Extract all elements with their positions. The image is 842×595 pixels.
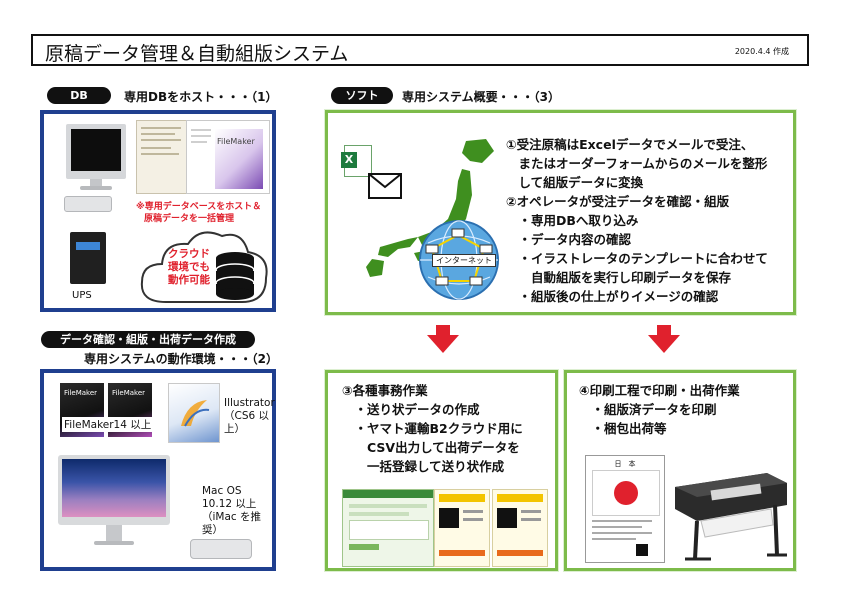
page-title: 原稿データ管理＆自動組版システム [45, 43, 349, 65]
b2-cloud-screenshot-image [342, 489, 434, 567]
internet-label: インターネット [432, 254, 496, 267]
illustrator-box-image [168, 383, 220, 443]
arrow-down-right-icon [648, 335, 680, 353]
mail-icon [368, 173, 402, 199]
db-pill: DB [47, 87, 111, 104]
macos-label: Mac OS 10.12 以上 （iMac を推奨） [202, 485, 272, 537]
filemaker-logo-text: FileMaker [217, 137, 255, 146]
cloud-text-line3: 動作可能 [168, 274, 210, 286]
office-line: ・ヤマト運輸B2クラウド用に [342, 421, 523, 436]
soft-section-label: 専用システム概要・・・（3） [402, 90, 560, 104]
imac-image [58, 455, 170, 545]
environment-panel: FileMaker FileMaker FileMaker14 以上 Illus… [40, 369, 276, 571]
db-section-label: 専用DBをホスト・・・（1） [124, 90, 278, 104]
title-bar: 原稿データ管理＆自動組版システム 2020.4.4 作成 [31, 34, 809, 66]
env-pill: データ確認・組版・出荷データ作成 [41, 331, 255, 348]
db-panel: FileMaker ※専用データベースをホスト＆ 原稿データを一括管理 UPS … [40, 110, 276, 312]
filemaker-pro-box-logo: FileMaker [64, 389, 98, 397]
shipping-label-image-2 [492, 489, 548, 567]
macos-label-line2: 10.12 以上 [202, 498, 257, 510]
print-line: ④印刷工程で印刷・出荷作業 [579, 383, 740, 398]
db-note-line1: ※専用データベースをホスト＆ [136, 202, 262, 212]
database-screenshot-image [136, 120, 188, 194]
printed-sheet-image: 日 本 [585, 455, 665, 563]
server-monitor-image [66, 124, 126, 190]
soft-pill: ソフト [331, 87, 393, 104]
flag-caption: 日 本 [614, 460, 636, 468]
cloud-text-line2: 環境でも [168, 261, 210, 273]
print-work-panel: ④印刷工程で印刷・出荷作業 ・組版済データを印刷 ・梱包出荷等 日 本 [564, 370, 796, 571]
shipping-label-image-1 [434, 489, 490, 567]
office-line: 一括登録して送り状作成 [342, 459, 505, 474]
overview-text: ①受注原稿はExcelデータでメールで受注、 またはオーダーフォームからのメール… [506, 135, 768, 306]
overview-line: して組版データに変換 [506, 175, 644, 190]
illustrator-label-line2: （CS6 以上） [224, 410, 270, 435]
illustrator-label-line1: Illustrator [224, 397, 275, 409]
illustrator-label: Illustrator （CS6 以上） [224, 397, 275, 436]
overview-line: ②オペレータが受注データを確認・組版 [506, 194, 730, 209]
db-note-line2: 原稿データを一括管理 [144, 214, 235, 224]
creation-date: 2020.4.4 作成 [734, 47, 789, 56]
overview-line: ・組版後の仕上がりイメージの確認 [506, 289, 719, 304]
arrow-left-stem [436, 325, 450, 335]
japan-flag-icon [614, 481, 638, 505]
mac-mini-image [190, 539, 252, 559]
filemaker-version: FileMaker14 以上 [62, 417, 154, 432]
ups-image [70, 232, 106, 284]
macos-label-line3: （iMac を推奨） [202, 511, 262, 536]
office-work-text: ③各種事務作業 ・送り状データの作成 ・ヤマト運輸B2クラウド用に CSV出力し… [342, 381, 523, 476]
ups-label: UPS [72, 290, 92, 301]
cloud-text-line1: クラウド [168, 248, 210, 260]
print-work-text: ④印刷工程で印刷・出荷作業 ・組版済データを印刷 ・梱包出荷等 [579, 381, 740, 438]
print-line: ・組版済データを印刷 [579, 402, 717, 417]
mac-mini-server-image [64, 196, 112, 212]
system-overview-panel: X インターネット ①受注原稿はExcelデータでメールで受注、 またはオーダー… [325, 110, 796, 315]
arrow-down-left-icon [427, 335, 459, 353]
office-line: ③各種事務作業 [342, 383, 428, 398]
macos-label-line1: Mac OS [202, 485, 242, 497]
office-work-panel: ③各種事務作業 ・送り状データの作成 ・ヤマト運輸B2クラウド用に CSV出力し… [325, 370, 558, 571]
large-format-printer-image [675, 473, 787, 561]
office-line: ・送り状データの作成 [342, 402, 480, 417]
filemaker-box-image: FileMaker [186, 120, 270, 194]
database-icon [215, 252, 255, 300]
overview-line: 自動組版を実行し印刷データを保存 [506, 270, 732, 285]
overview-line: ・データ内容の確認 [506, 232, 632, 247]
excel-icon: X [341, 145, 372, 177]
filemaker-advanced-box-logo: FileMaker [112, 389, 146, 397]
overview-line: ①受注原稿はExcelデータでメールで受注、 [506, 137, 754, 152]
cloud-text: クラウド 環境でも 動作可能 [168, 248, 210, 287]
env-section-label: 専用システムの動作環境・・・（2） [84, 352, 278, 366]
print-line: ・梱包出荷等 [579, 421, 667, 436]
office-line: CSV出力して出荷データを [342, 440, 520, 455]
overview-line: またはオーダーフォームからのメールを整形 [506, 156, 768, 171]
overview-line: ・イラストレータのテンプレートに合わせて [506, 251, 768, 266]
arrow-right-stem [657, 325, 671, 335]
overview-line: ・専用DBへ取り込み [506, 213, 639, 228]
